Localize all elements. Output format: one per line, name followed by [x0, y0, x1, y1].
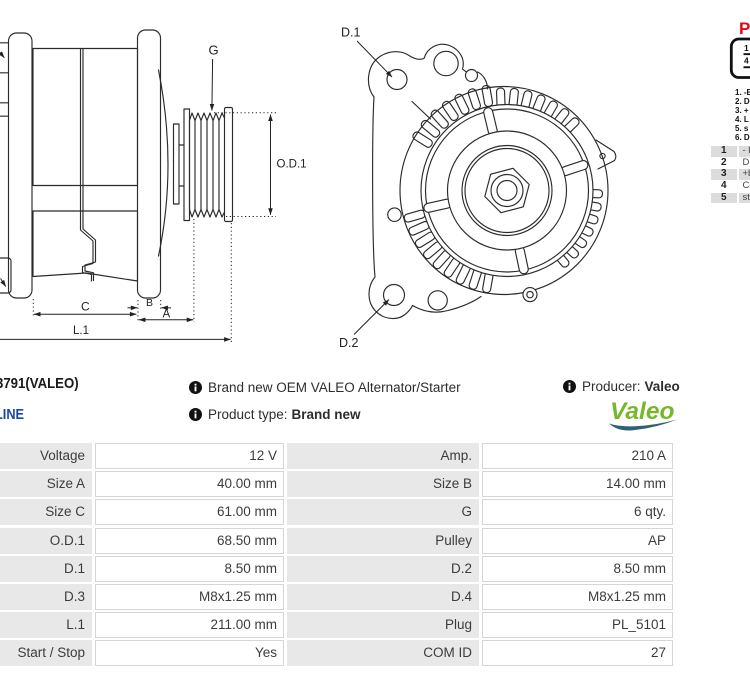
spec-label: Voltage: [0, 443, 92, 469]
spec-label: Size C: [0, 499, 92, 526]
spec-value: M8x1.25 mm: [482, 583, 673, 610]
spec-label: O.D.1: [0, 527, 92, 554]
info-icon: [189, 381, 202, 394]
spec-value: 68.50 mm: [95, 527, 284, 554]
pin-table: 1 - b 2 D 3 +b 4 Co 5 sto: [711, 145, 750, 204]
connector-pin-1: 1: [744, 43, 749, 53]
product-type-line: Product type: Brand new: [189, 407, 361, 422]
spec-label: G: [287, 499, 479, 526]
pin-number: 1: [711, 145, 737, 157]
spec-label: D.4: [287, 583, 479, 610]
spec-value: 40.00 mm: [95, 471, 284, 498]
spec-value: 27: [482, 640, 673, 667]
pulley-spokes: [423, 107, 589, 275]
dim-label-d2: D.2: [339, 336, 359, 350]
pin-desc: D: [742, 156, 750, 168]
spec-label: Size A: [0, 471, 92, 498]
pin-list-item: 3. +: [735, 105, 749, 115]
pin-list-item: 4. L: [735, 114, 749, 124]
pin-list-item: 1. -B: [735, 87, 750, 97]
spec-value: 6 qty.: [482, 499, 673, 526]
connector-pin-4: 4: [744, 55, 749, 65]
spec-value: 14.00 mm: [482, 471, 673, 498]
pin-table-row: 1 - b: [711, 145, 750, 157]
pin-desc: Co: [742, 180, 750, 192]
product-description-line: Brand new OEM VALEO Alternator/Starter: [189, 380, 461, 395]
spec-table: Voltage 12 V Amp. 210 A Size A 40.00 mm …: [0, 443, 673, 667]
spec-value: 211.00 mm: [95, 612, 284, 639]
dim-label-l1: L.1: [73, 325, 89, 337]
product-type-value: Brand new: [291, 407, 361, 422]
spec-label: L.1: [0, 612, 92, 639]
spec-value: 210 A: [482, 443, 673, 469]
pin-table-row: 2 D: [711, 156, 750, 169]
spec-label: D.2: [287, 555, 479, 582]
product-description: Brand new OEM VALEO Alternator/Starter: [208, 380, 461, 395]
pin-list-item: 2. D: [735, 96, 750, 106]
spec-label: D.3: [0, 583, 92, 610]
spec-value: 12 V: [95, 443, 284, 469]
product-line-badge[interactable]: LINE: [0, 407, 25, 423]
spec-value: 61.00 mm: [95, 499, 284, 526]
dim-label-a: A: [163, 309, 171, 321]
pin-table-row: 3 +b: [711, 169, 750, 180]
pin-desc: +b: [738, 169, 750, 180]
valeo-logo: Valeo: [609, 398, 677, 431]
alternator-front-view-drawing: D.1 D.2: [339, 26, 617, 350]
valeo-logo-text: Valeo: [610, 398, 674, 425]
plug-connector-diagram: 1 4: [729, 37, 750, 79]
pin-number: 3: [711, 169, 737, 180]
dim-label-d1: D.1: [341, 26, 361, 40]
valeo-logo-swoosh: [609, 419, 677, 431]
pin-description-list: 1. -B 2. D 3. + 4. L 5. s 6. D: [735, 88, 750, 142]
spec-label: Start / Stop: [0, 640, 92, 667]
spec-value: M8x1.25 mm: [95, 583, 284, 610]
producer-value: Valeo: [644, 379, 680, 394]
producer-label: Producer:: [582, 379, 641, 394]
dim-label-g: G: [209, 43, 219, 58]
spec-label: Amp.: [287, 443, 479, 469]
dim-label-od1: O.D.1: [277, 159, 307, 171]
product-code: 3791(VALEO): [0, 375, 79, 392]
spec-label: Size B: [287, 471, 479, 498]
spec-value: AP: [482, 527, 673, 554]
info-icon: [563, 380, 576, 393]
spec-label: Pulley: [287, 527, 479, 554]
dim-label-b: B: [146, 297, 153, 309]
pin-list-item: 6. D: [735, 132, 750, 142]
spec-label: Plug: [287, 612, 479, 639]
product-type-label: Product type:: [208, 407, 288, 422]
pin-number: 2: [720, 156, 727, 168]
dim-label-c: C: [81, 300, 90, 314]
pin-list-item: 5. s: [735, 123, 749, 133]
alternator-side-view-drawing: G O.D.1 C B A L.1: [0, 29, 307, 342]
pin-number: 5: [711, 192, 737, 204]
pin-table-row: 4 Co: [711, 180, 750, 192]
spec-label: COM ID: [287, 640, 479, 667]
producer-line: Producer: Valeo: [563, 379, 680, 394]
pin-section-title: P: [739, 19, 750, 38]
pin-desc: - b: [738, 145, 750, 157]
spec-label: D.1: [0, 555, 92, 582]
pin-desc: sto: [738, 192, 750, 204]
pin-number: 4: [720, 180, 727, 192]
pin-table-row: 5 sto: [711, 192, 750, 204]
spec-value: 8.50 mm: [95, 555, 284, 582]
spec-value: Yes: [95, 640, 284, 667]
spec-value: 8.50 mm: [482, 555, 673, 582]
spec-value: PL_5101: [482, 612, 673, 639]
info-icon: [189, 408, 202, 421]
